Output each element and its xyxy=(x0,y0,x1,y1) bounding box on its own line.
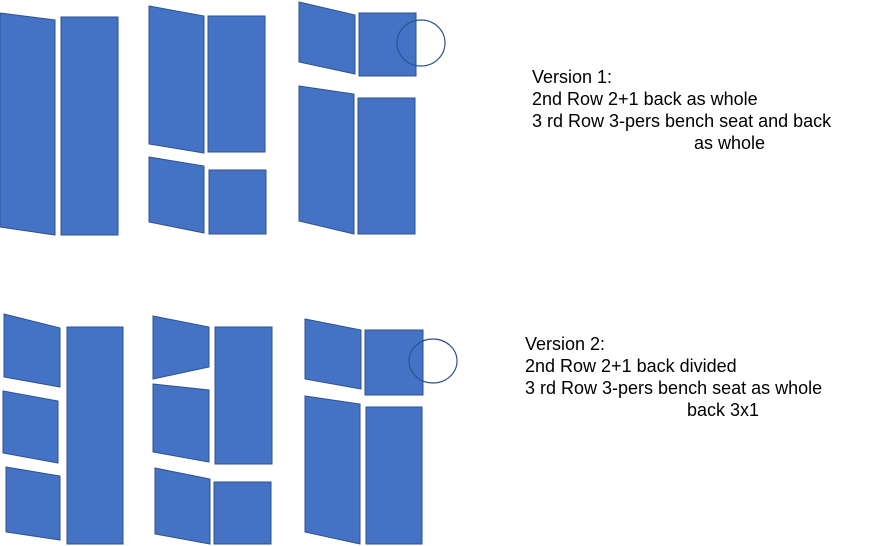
v1-group-3 xyxy=(298,1,446,235)
v1-group-1 xyxy=(0,12,119,236)
v2-g1-right-panel xyxy=(66,326,124,545)
version-2-title: Version 2: xyxy=(525,334,606,354)
v2-g1-mid-left-panel xyxy=(2,390,59,464)
v1-g2-bottom-right-panel xyxy=(208,169,267,235)
v1-group-2 xyxy=(148,5,267,235)
v2-g2-mid-left-panel xyxy=(152,383,210,463)
v2-g1-bottom-left-panel xyxy=(5,466,61,541)
v2-g2-bottom-left-panel xyxy=(154,467,211,545)
v2-group-1 xyxy=(2,313,124,545)
v2-g3-bottom-left-panel xyxy=(304,395,361,545)
v2-g3-top-right-panel xyxy=(364,329,424,396)
version-2-line-3: back 3x1 xyxy=(687,400,760,420)
version-1-line-1: 2nd Row 2+1 back as whole xyxy=(532,89,758,109)
v1-g3-bottom-left-panel xyxy=(298,85,355,235)
v2-g2-top-right-panel xyxy=(214,326,273,465)
version-1-title: Version 1: xyxy=(532,67,613,87)
v2-g3-bottom-right-panel xyxy=(365,406,423,545)
v1-highlight-circle xyxy=(396,19,446,67)
v1-g2-bottom-left-panel xyxy=(148,156,205,234)
v1-g2-top-right-panel xyxy=(207,15,266,153)
v2-group-3 xyxy=(304,318,458,545)
v2-g3-top-left-panel xyxy=(304,318,362,390)
v1-g1-right-panel xyxy=(60,16,119,236)
v2-highlight-circle xyxy=(408,338,458,384)
version-1-line-2: 3 rd Row 3-pers bench seat and back xyxy=(532,111,832,131)
v1-g3-top-right-panel xyxy=(358,12,417,77)
v1-g2-top-left-panel xyxy=(148,5,205,154)
version-2-caption: Version 2: 2nd Row 2+1 back divided 3 rd… xyxy=(525,333,822,421)
v1-g3-bottom-right-panel xyxy=(357,97,416,235)
version-1-line-3: as whole xyxy=(694,133,766,153)
v1-g1-left-panel xyxy=(0,12,56,236)
v2-g2-top-left-panel xyxy=(152,315,210,380)
v2-group-2 xyxy=(152,315,273,545)
v1-g3-top-left-panel xyxy=(298,1,356,75)
version-2-line-2: 3 rd Row 3-pers bench seat as whole xyxy=(525,378,823,398)
v2-g2-bottom-right-panel xyxy=(213,481,272,545)
version-1-caption: Version 1: 2nd Row 2+1 back as whole 3 r… xyxy=(532,66,831,154)
version-2-line-1: 2nd Row 2+1 back divided xyxy=(525,356,737,376)
v2-g1-top-left-panel xyxy=(3,313,61,388)
